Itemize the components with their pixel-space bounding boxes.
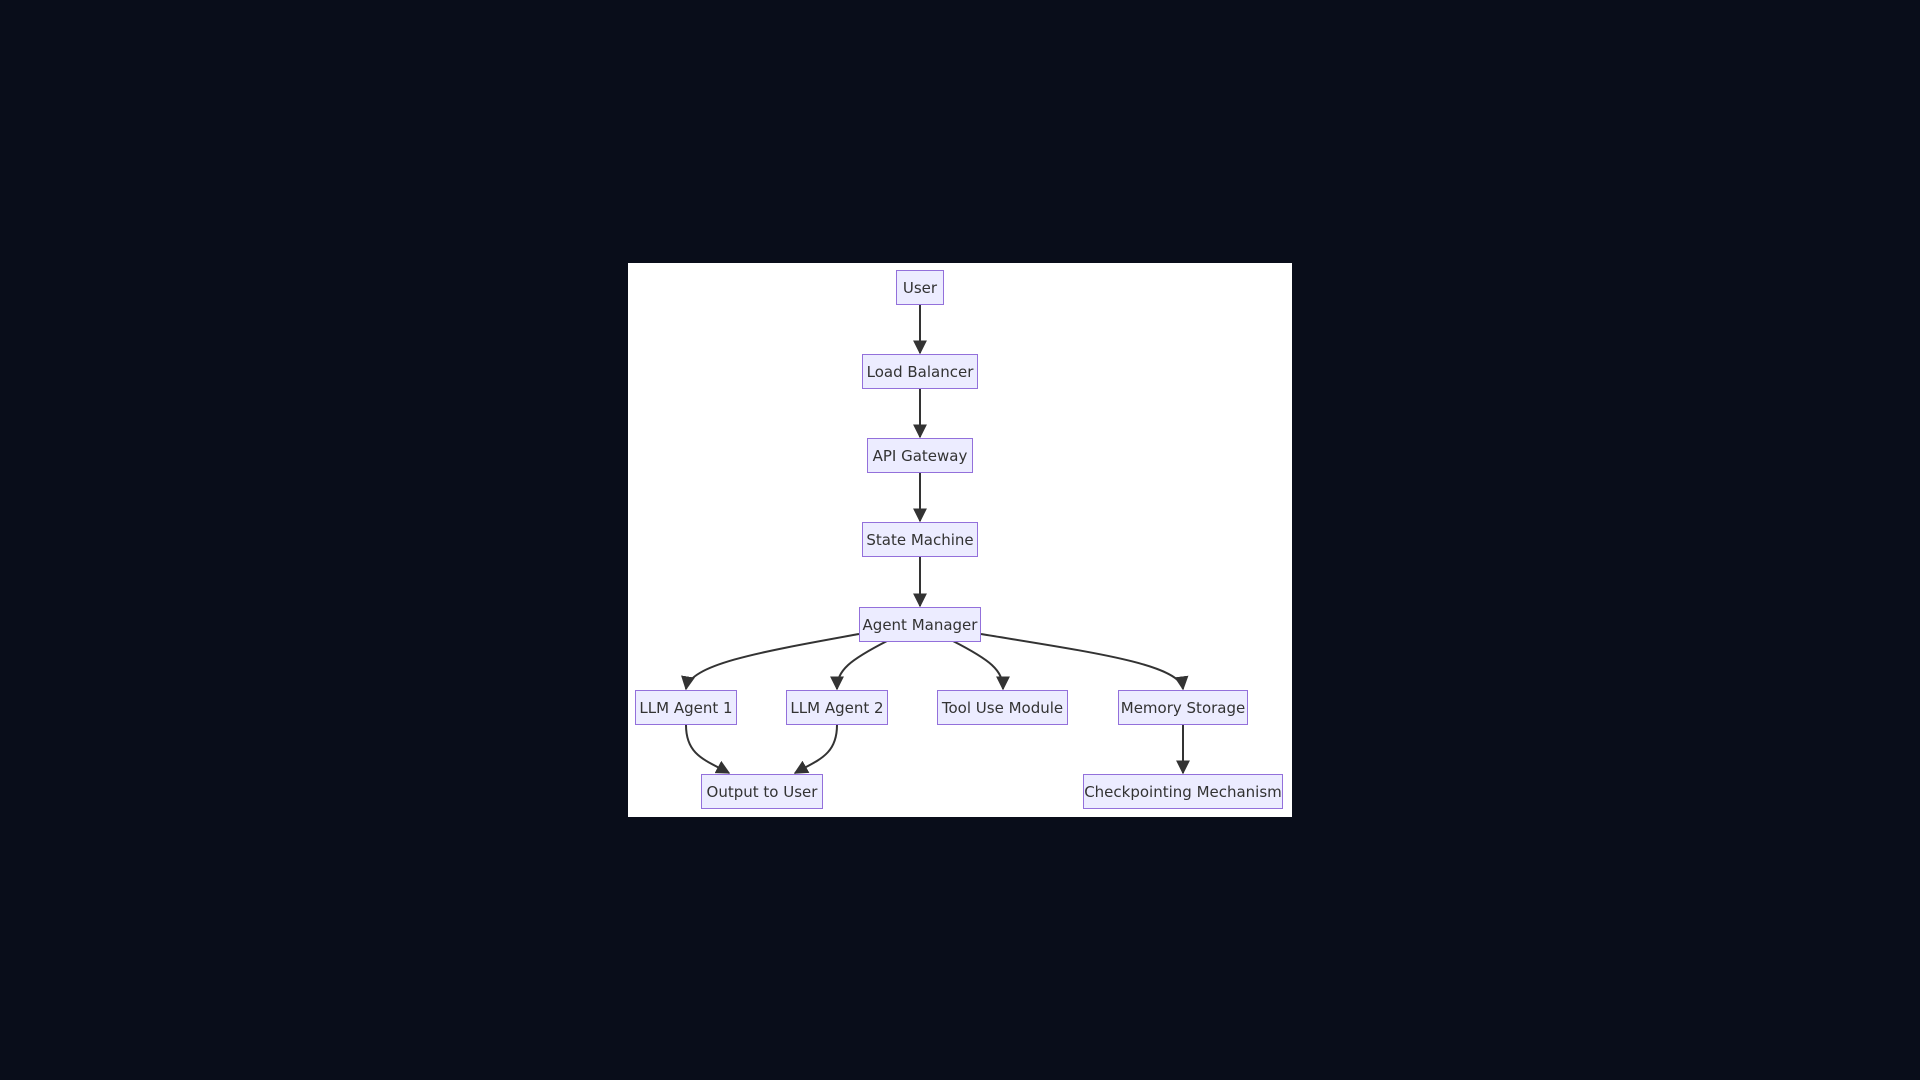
node-user[interactable]: User xyxy=(896,270,944,305)
node-llm-agent-1[interactable]: LLM Agent 1 xyxy=(635,690,737,725)
node-agent-manager[interactable]: Agent Manager xyxy=(859,607,981,642)
node-checkpointing-mechanism[interactable]: Checkpointing Mechanism xyxy=(1083,774,1283,809)
node-llm-agent-2[interactable]: LLM Agent 2 xyxy=(786,690,888,725)
node-output-to-user[interactable]: Output to User xyxy=(701,774,823,809)
node-state-machine[interactable]: State Machine xyxy=(862,522,978,557)
node-memory-storage[interactable]: Memory Storage xyxy=(1118,690,1248,725)
node-tool-use-module[interactable]: Tool Use Module xyxy=(937,690,1068,725)
node-load-balancer[interactable]: Load Balancer xyxy=(862,354,978,389)
node-api-gateway[interactable]: API Gateway xyxy=(867,438,973,473)
